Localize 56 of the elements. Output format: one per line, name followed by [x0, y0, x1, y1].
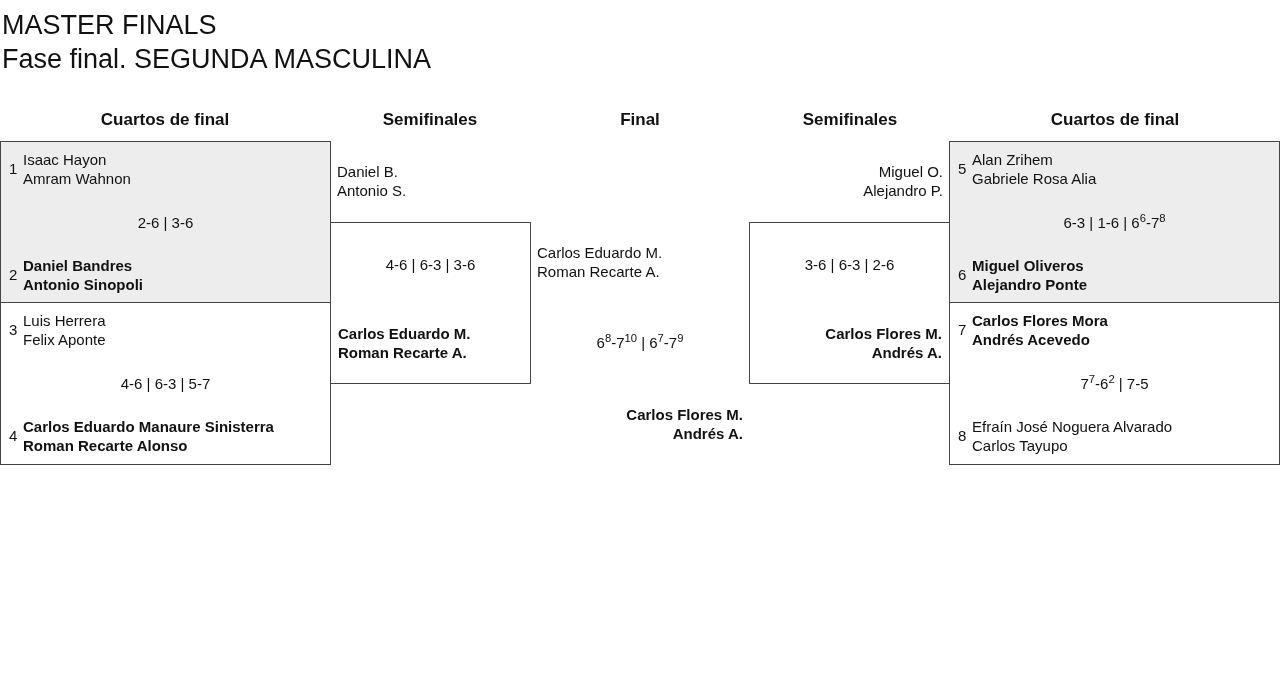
round-heading: Final — [620, 109, 660, 131]
player-name: Carlos Eduardo M. — [537, 243, 663, 262]
player-name: Daniel B. — [337, 162, 398, 181]
player-name: Luis Herrera — [23, 311, 106, 330]
match-score: 4-6 | 6-3 | 5-7 — [120, 374, 211, 394]
player-name: Carlos Eduardo M. — [338, 324, 471, 343]
match-box — [0, 141, 331, 303]
player-name: Antonio S. — [337, 181, 407, 200]
seed-number: 8 — [957, 425, 968, 446]
player-name: Carlos Tayupo — [972, 436, 1069, 455]
subtitle: Fase final. SEGUNDA MASCULINA — [2, 43, 432, 76]
player-name: Amram Wahnon — [23, 169, 131, 188]
player-name: Daniel Bandres — [23, 256, 134, 275]
player-name: Alejandro P. — [863, 181, 943, 200]
match-score: 6-3 | 1-6 | 6$^{6}$-7$^{8}$ — [1063, 212, 1166, 233]
match-box — [949, 302, 1280, 465]
player-name: Isaac Hayon — [23, 150, 108, 169]
seed-number: 3 — [8, 319, 19, 340]
round-heading: Cuartos de final — [100, 109, 230, 131]
round-heading: Semifinales — [802, 109, 898, 131]
player-name: Roman Recarte A. — [537, 262, 660, 281]
seed-number: 2 — [8, 264, 19, 285]
player-name: Carlos Flores M. — [626, 405, 743, 424]
match-score: 6$^{8}$-7$^{10}$ | 6$^{7}$-7$^{9}$ — [596, 333, 684, 352]
match-box — [949, 141, 1280, 303]
match-box — [330, 222, 531, 384]
player-name: Gabriele Rosa Alia — [972, 169, 1097, 188]
player-name: Antonio Sinopoli — [23, 275, 143, 294]
player-name: Andrés A. — [672, 424, 743, 443]
match-box — [749, 222, 950, 384]
round-heading: Semifinales — [382, 109, 478, 131]
title: MASTER FINALS — [2, 9, 217, 42]
player-name: Carlos Flores Mora — [972, 311, 1108, 330]
player-name: Felix Aponte — [23, 330, 106, 349]
seed-number: 7 — [957, 319, 968, 340]
player-name: Roman Recarte Alonso — [23, 436, 189, 455]
seed-number: 1 — [8, 158, 19, 179]
match-score: 7$^{7}$-6$^{2}$ | 7-5 — [1080, 373, 1149, 394]
round-heading: Cuartos de final — [1050, 109, 1180, 131]
player-name: Andrés A. — [871, 343, 942, 362]
match-box — [0, 302, 331, 465]
match-score: 3-6 | 6-3 | 2-6 — [804, 255, 895, 275]
player-name: Miguel O. — [878, 162, 943, 181]
player-name: Efraín José Noguera Alvarado — [972, 417, 1173, 436]
seed-number: 4 — [8, 425, 19, 446]
match-score: 2-6 | 3-6 — [137, 213, 194, 233]
player-name: Miguel Oliveros — [972, 256, 1085, 275]
player-name: Alan Zrihem — [972, 150, 1054, 169]
player-name: Roman Recarte A. — [338, 343, 467, 362]
match-score: 4-6 | 6-3 | 3-6 — [385, 255, 476, 275]
seed-number: 6 — [957, 264, 968, 285]
player-name: Andrés Acevedo — [972, 330, 1091, 349]
seed-number: 5 — [957, 158, 968, 179]
player-name: Carlos Eduardo Manaure Sinisterra — [23, 417, 274, 436]
player-name: Carlos Flores M. — [825, 324, 942, 343]
player-name: Alejandro Ponte — [972, 275, 1087, 294]
